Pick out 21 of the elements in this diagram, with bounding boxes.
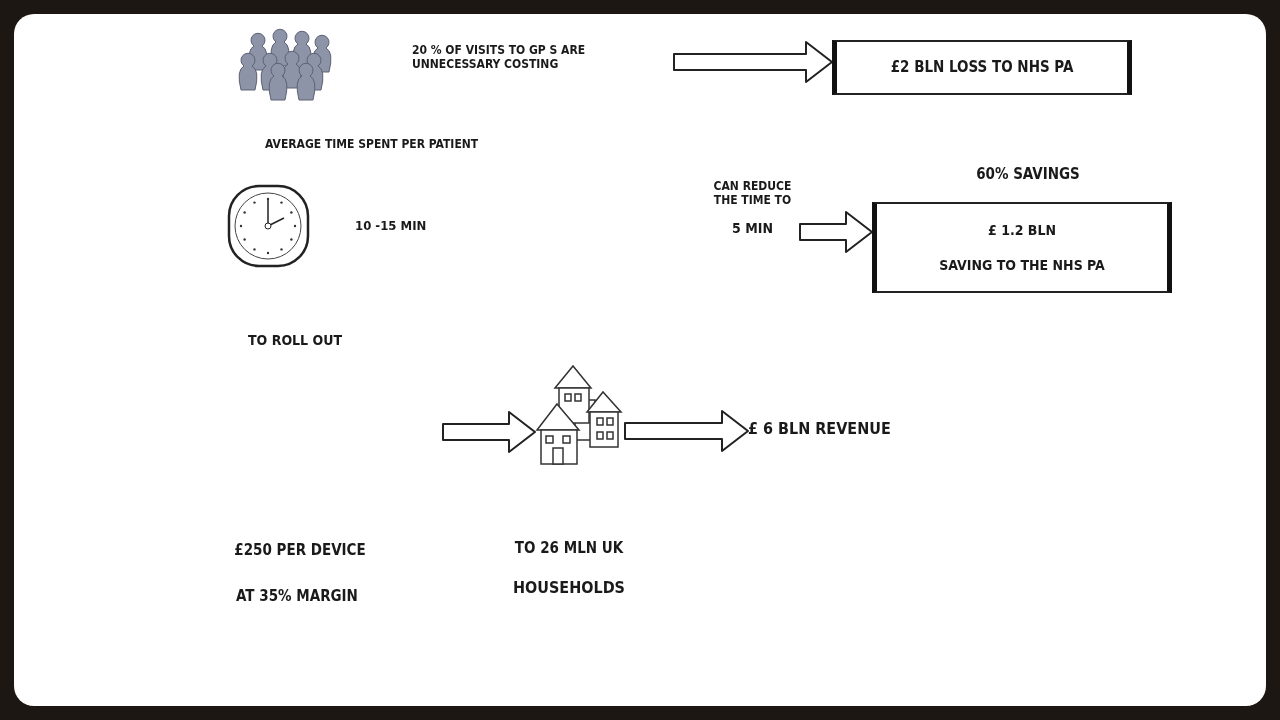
block-arrow xyxy=(799,211,873,253)
outlined-box xyxy=(832,40,1132,95)
statement-text: £ 6 BLN REVENUE xyxy=(748,420,891,439)
block-arrow xyxy=(673,41,833,83)
block-arrow xyxy=(442,411,536,453)
label-text: AT 35% MARGIN xyxy=(236,588,358,606)
node-text: SAVING TO THE NHS PA xyxy=(939,256,1105,273)
outlined-box xyxy=(872,202,1172,293)
caption-text: 60% SAVINGS xyxy=(976,166,1080,184)
node-text: 5 MIN xyxy=(732,219,773,236)
label-text: AVERAGE TIME SPENT PER PATIENT xyxy=(265,138,479,152)
node-text: £2 BLN LOSS TO NHS PA xyxy=(890,58,1074,77)
caption-text: TO 26 MLN UK xyxy=(514,540,624,558)
node-text: £ 1.2 BLN xyxy=(988,222,1056,239)
block-arrow xyxy=(624,410,749,452)
label-text: 10 -15 MIN xyxy=(355,219,427,234)
caption-text: HOUSEHOLDS xyxy=(513,579,625,598)
node-text: CAN REDUCE THE TIME TO xyxy=(712,180,793,208)
label-text: £250 PER DEVICE xyxy=(234,542,366,560)
statement-text: 20 % OF VISITS TO GP S ARE UNNECESSARY COSTING xyxy=(412,44,587,72)
label-text: TO ROLL OUT xyxy=(248,332,343,349)
